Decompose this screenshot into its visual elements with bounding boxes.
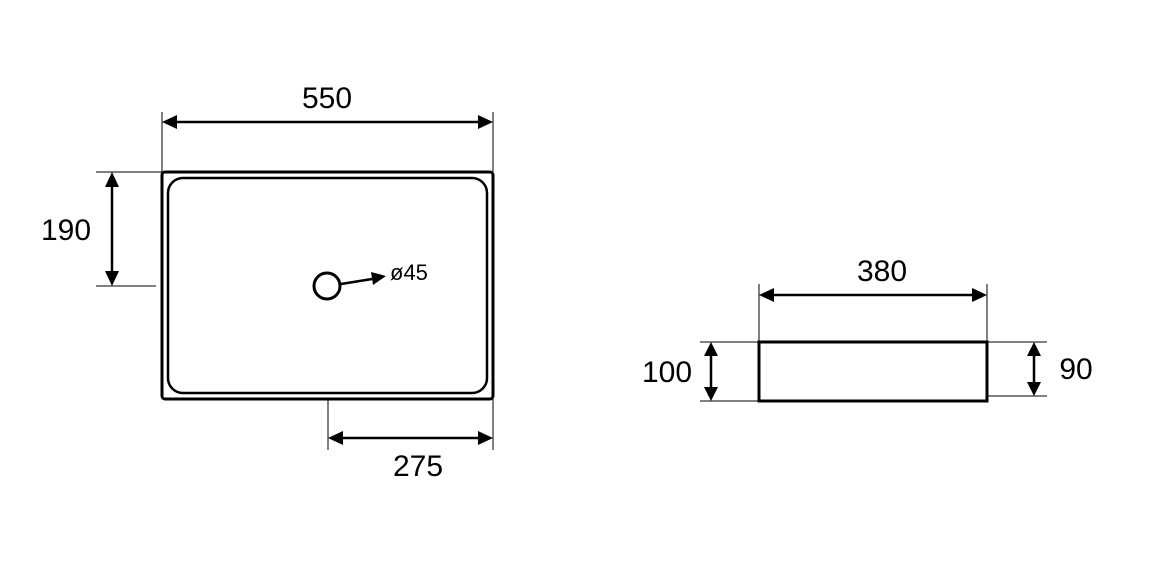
drain-hole (312, 271, 342, 301)
inner-height-label: 90 (1059, 353, 1092, 386)
width-arrow-left (162, 115, 177, 129)
side-width-arrow-right (972, 288, 987, 302)
inner-height-arrow-top (1027, 342, 1041, 356)
half-width-arrow-left (328, 431, 343, 445)
side-width-label: 380 (857, 255, 907, 288)
depth-arrow-bottom (105, 271, 119, 286)
basin-inner-outline (166, 176, 489, 395)
drain-diameter-label: ø45 (390, 260, 428, 285)
inner-height-arrow-bottom (1027, 382, 1041, 396)
drain-leader-line (340, 277, 373, 286)
side-width-arrow-left (759, 288, 774, 302)
depth-arrow-top (105, 172, 119, 187)
outer-height-arrow-bottom (704, 387, 718, 401)
half-width-label: 275 (393, 450, 443, 483)
top-view: ø45 550 190 275 (41, 82, 495, 483)
outer-height-label: 100 (642, 356, 692, 389)
drain-leader-arrowhead (371, 272, 386, 285)
half-width-arrow-right (478, 431, 493, 445)
outer-height-arrow-top (704, 342, 718, 356)
side-view: 380 100 90 (642, 255, 1093, 403)
width-label: 550 (302, 82, 352, 115)
side-profile-outline (757, 340, 989, 403)
basin-outer-outline (160, 170, 495, 401)
depth-label: 190 (41, 214, 91, 247)
width-arrow-right (478, 115, 493, 129)
